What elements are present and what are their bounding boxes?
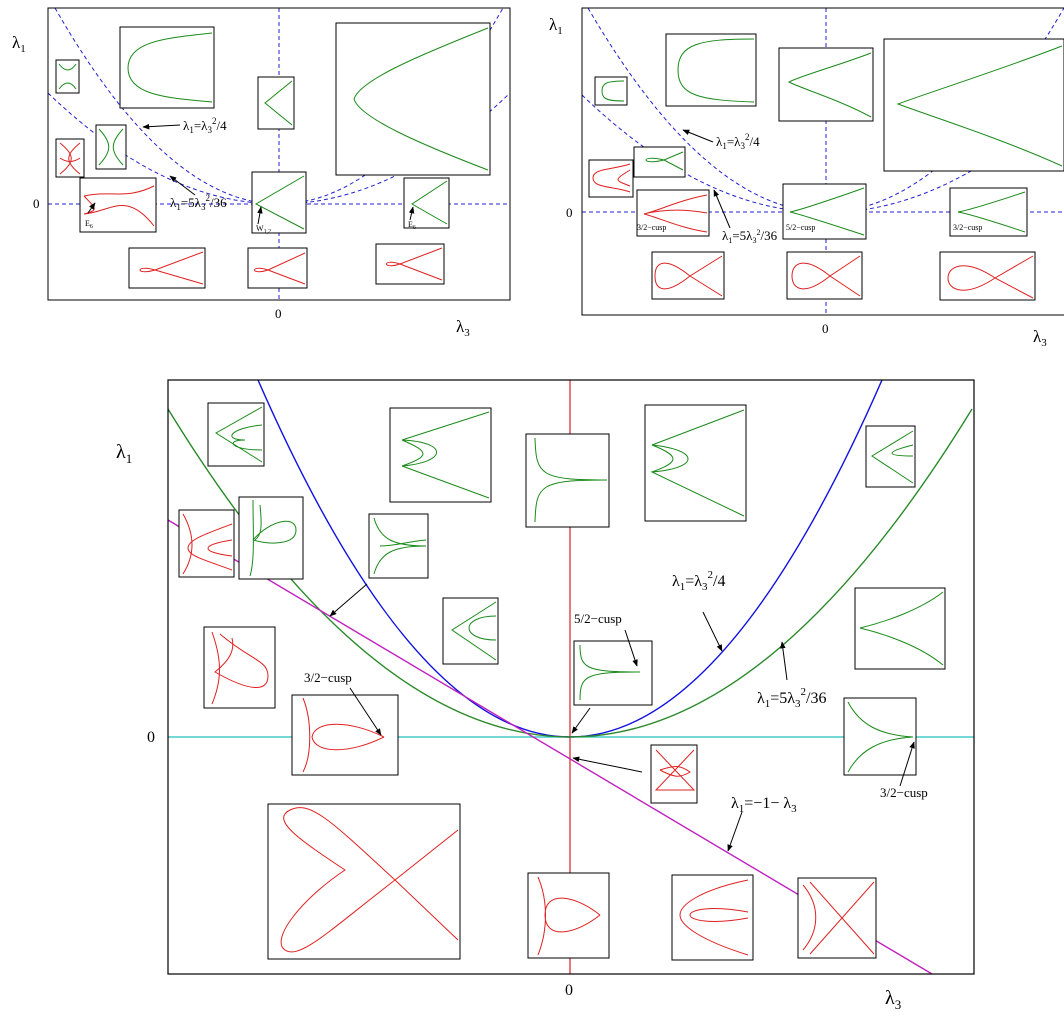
tr-inset-red-loop: [588, 159, 634, 198]
b-inset-red-loop-center: [527, 872, 610, 959]
tr-inset-center-cusp: 5/2−cusp: [782, 183, 867, 240]
b-arrow-parabola2: [780, 641, 788, 681]
b-inset-red-figure-eight: [203, 626, 276, 709]
tr-inset-large-wedge: [883, 38, 1064, 172]
b-inset-green-small-right: [865, 425, 916, 488]
b-inset-red-cross: [797, 877, 877, 959]
tl-x-axis-label: λ3: [456, 317, 470, 339]
tl-inset-u-branch: [119, 26, 215, 109]
b-inset-green-small-u: [442, 597, 499, 665]
tl-w12-label: W1,2: [256, 224, 271, 235]
b-inset-green-wedge-right: [854, 587, 946, 670]
bottom-tick-zero-x: 0: [565, 982, 573, 999]
tl-arrow-parabola2: [169, 175, 196, 196]
tr-inset-bottom-left: [651, 251, 725, 300]
bottom-frame: [167, 379, 975, 975]
tr-cusp-center-label: 5/2−cusp: [786, 223, 815, 232]
tl-tick-zero-y: 0: [33, 196, 40, 211]
tr-frame: [581, 7, 1064, 316]
b-inset-green-vertical: [525, 433, 610, 528]
b-cusp-left-label: 3/2−cusp: [304, 670, 352, 685]
b-inset-green-double-cusp: [207, 402, 265, 467]
tl-tick-zero-x: 0: [275, 306, 282, 321]
tl-inset-red-loops: [55, 138, 85, 178]
tl-y-axis-label: λ1: [12, 33, 26, 55]
tl-label-parabola2: λ1=5λ32/36: [170, 193, 227, 212]
tr-cusp-left-label: 3/2−cusp: [637, 223, 666, 232]
b-inset-red-loops: [178, 509, 235, 578]
bottom-x-axis-label: λ3: [885, 987, 901, 1012]
b-cusp-center-arrow: [624, 629, 638, 667]
tl-inset-small-wedge: [257, 76, 295, 130]
tl-inset-right-wedge: E6: [403, 177, 450, 231]
tr-inset-green-fish: [633, 146, 686, 178]
b-inset-green-cusp-center: 5/2−cusp: [573, 611, 653, 706]
tr-arrow-parabola: [682, 129, 714, 143]
tl-arrow-parabola: [142, 123, 181, 130]
tr-inset-bottom-right: [939, 251, 1036, 301]
b-inset-red-loop-right: [671, 874, 754, 961]
tl-inset-large-wedge: [335, 22, 491, 176]
b-arrow-line: [727, 811, 743, 852]
tr-inset-bottom-center: [786, 251, 863, 300]
b-inset-green-cusp-u: [368, 513, 429, 579]
bottom-tick-zero-y: 0: [147, 729, 155, 746]
b-cusp-center-label: 5/2−cusp: [574, 611, 622, 626]
tl-e6-right-label: E6: [408, 220, 416, 231]
tl-inset-bottom-center: [247, 247, 308, 289]
b-arrow-magenta-line: [572, 756, 643, 773]
tr-x-axis-label: λ3: [1033, 327, 1047, 349]
tl-inset-red-fish: E6: [79, 177, 157, 233]
tr-label-parabola2: λ1=5λ32/36: [722, 228, 778, 245]
b-cusp-left-arrow: [349, 687, 382, 736]
tr-y-axis-label: λ1: [549, 15, 563, 37]
tl-e6-left-label: E6: [85, 219, 93, 230]
b-arrow-green-branch: [329, 583, 368, 617]
b-label-parabola: λ1=λ32/4: [672, 569, 726, 593]
tr-inset-red-cusp: 3/2−cusp: [636, 189, 710, 237]
bottom-y-axis-label: λ1: [116, 441, 132, 466]
tr-inset-tiny-u: [594, 76, 628, 106]
tr-label-parabola: λ1=λ32/4: [716, 132, 760, 151]
b-inset-green-loop: [238, 496, 304, 580]
tl-inset-bottom-left: [128, 247, 206, 289]
b-arrow-parabola: [702, 611, 723, 652]
b-inset-green-swallowtail-right: [644, 404, 747, 522]
panel-bottom: λ1 λ3 0 0: [116, 379, 975, 1012]
tr-inset-u-branch: [665, 33, 757, 107]
panel-top-left: λ1 λ3 0 0 E: [12, 7, 511, 339]
tl-inset-green-cross: [95, 124, 127, 170]
b-inset-green-cusp-right: [843, 697, 917, 776]
b-inset-green-swallowtail-large: [389, 407, 492, 503]
tr-arrow-parabola2: [713, 189, 731, 229]
tl-inset-center-wedge: W1,2: [251, 171, 307, 235]
b-arrow-origin: [571, 707, 591, 734]
b-cusp-right-arrow: [899, 741, 915, 787]
tl-inset-tiny-hourglass: [55, 59, 80, 94]
b-inset-red-cusp-left: [291, 694, 399, 776]
b-inset-red-large-fish: [267, 803, 461, 960]
tl-inset-bottom-right: [375, 243, 445, 285]
b-label-line: λ1=−1− λ3: [731, 795, 797, 815]
b-cusp-right-label: 3/2−cusp: [880, 785, 928, 800]
tr-cusp-right-label: 3/2−cusp: [953, 223, 982, 232]
tl-label-parabola: λ1=λ32/4: [183, 116, 227, 135]
tl-frame: [47, 7, 511, 301]
tr-inset-right-cusp: 3/2−cusp: [949, 187, 1028, 237]
panel-top-right: λ1 λ3 0 0 3/2−cusp: [549, 7, 1064, 349]
tr-tick-zero-x: 0: [822, 321, 829, 336]
b-label-parabola2: λ1=5λ32/36: [757, 686, 827, 710]
b-inset-red-star: [650, 744, 698, 804]
tr-tick-zero-y: 0: [566, 205, 573, 220]
tr-inset-wedge: [778, 47, 874, 122]
